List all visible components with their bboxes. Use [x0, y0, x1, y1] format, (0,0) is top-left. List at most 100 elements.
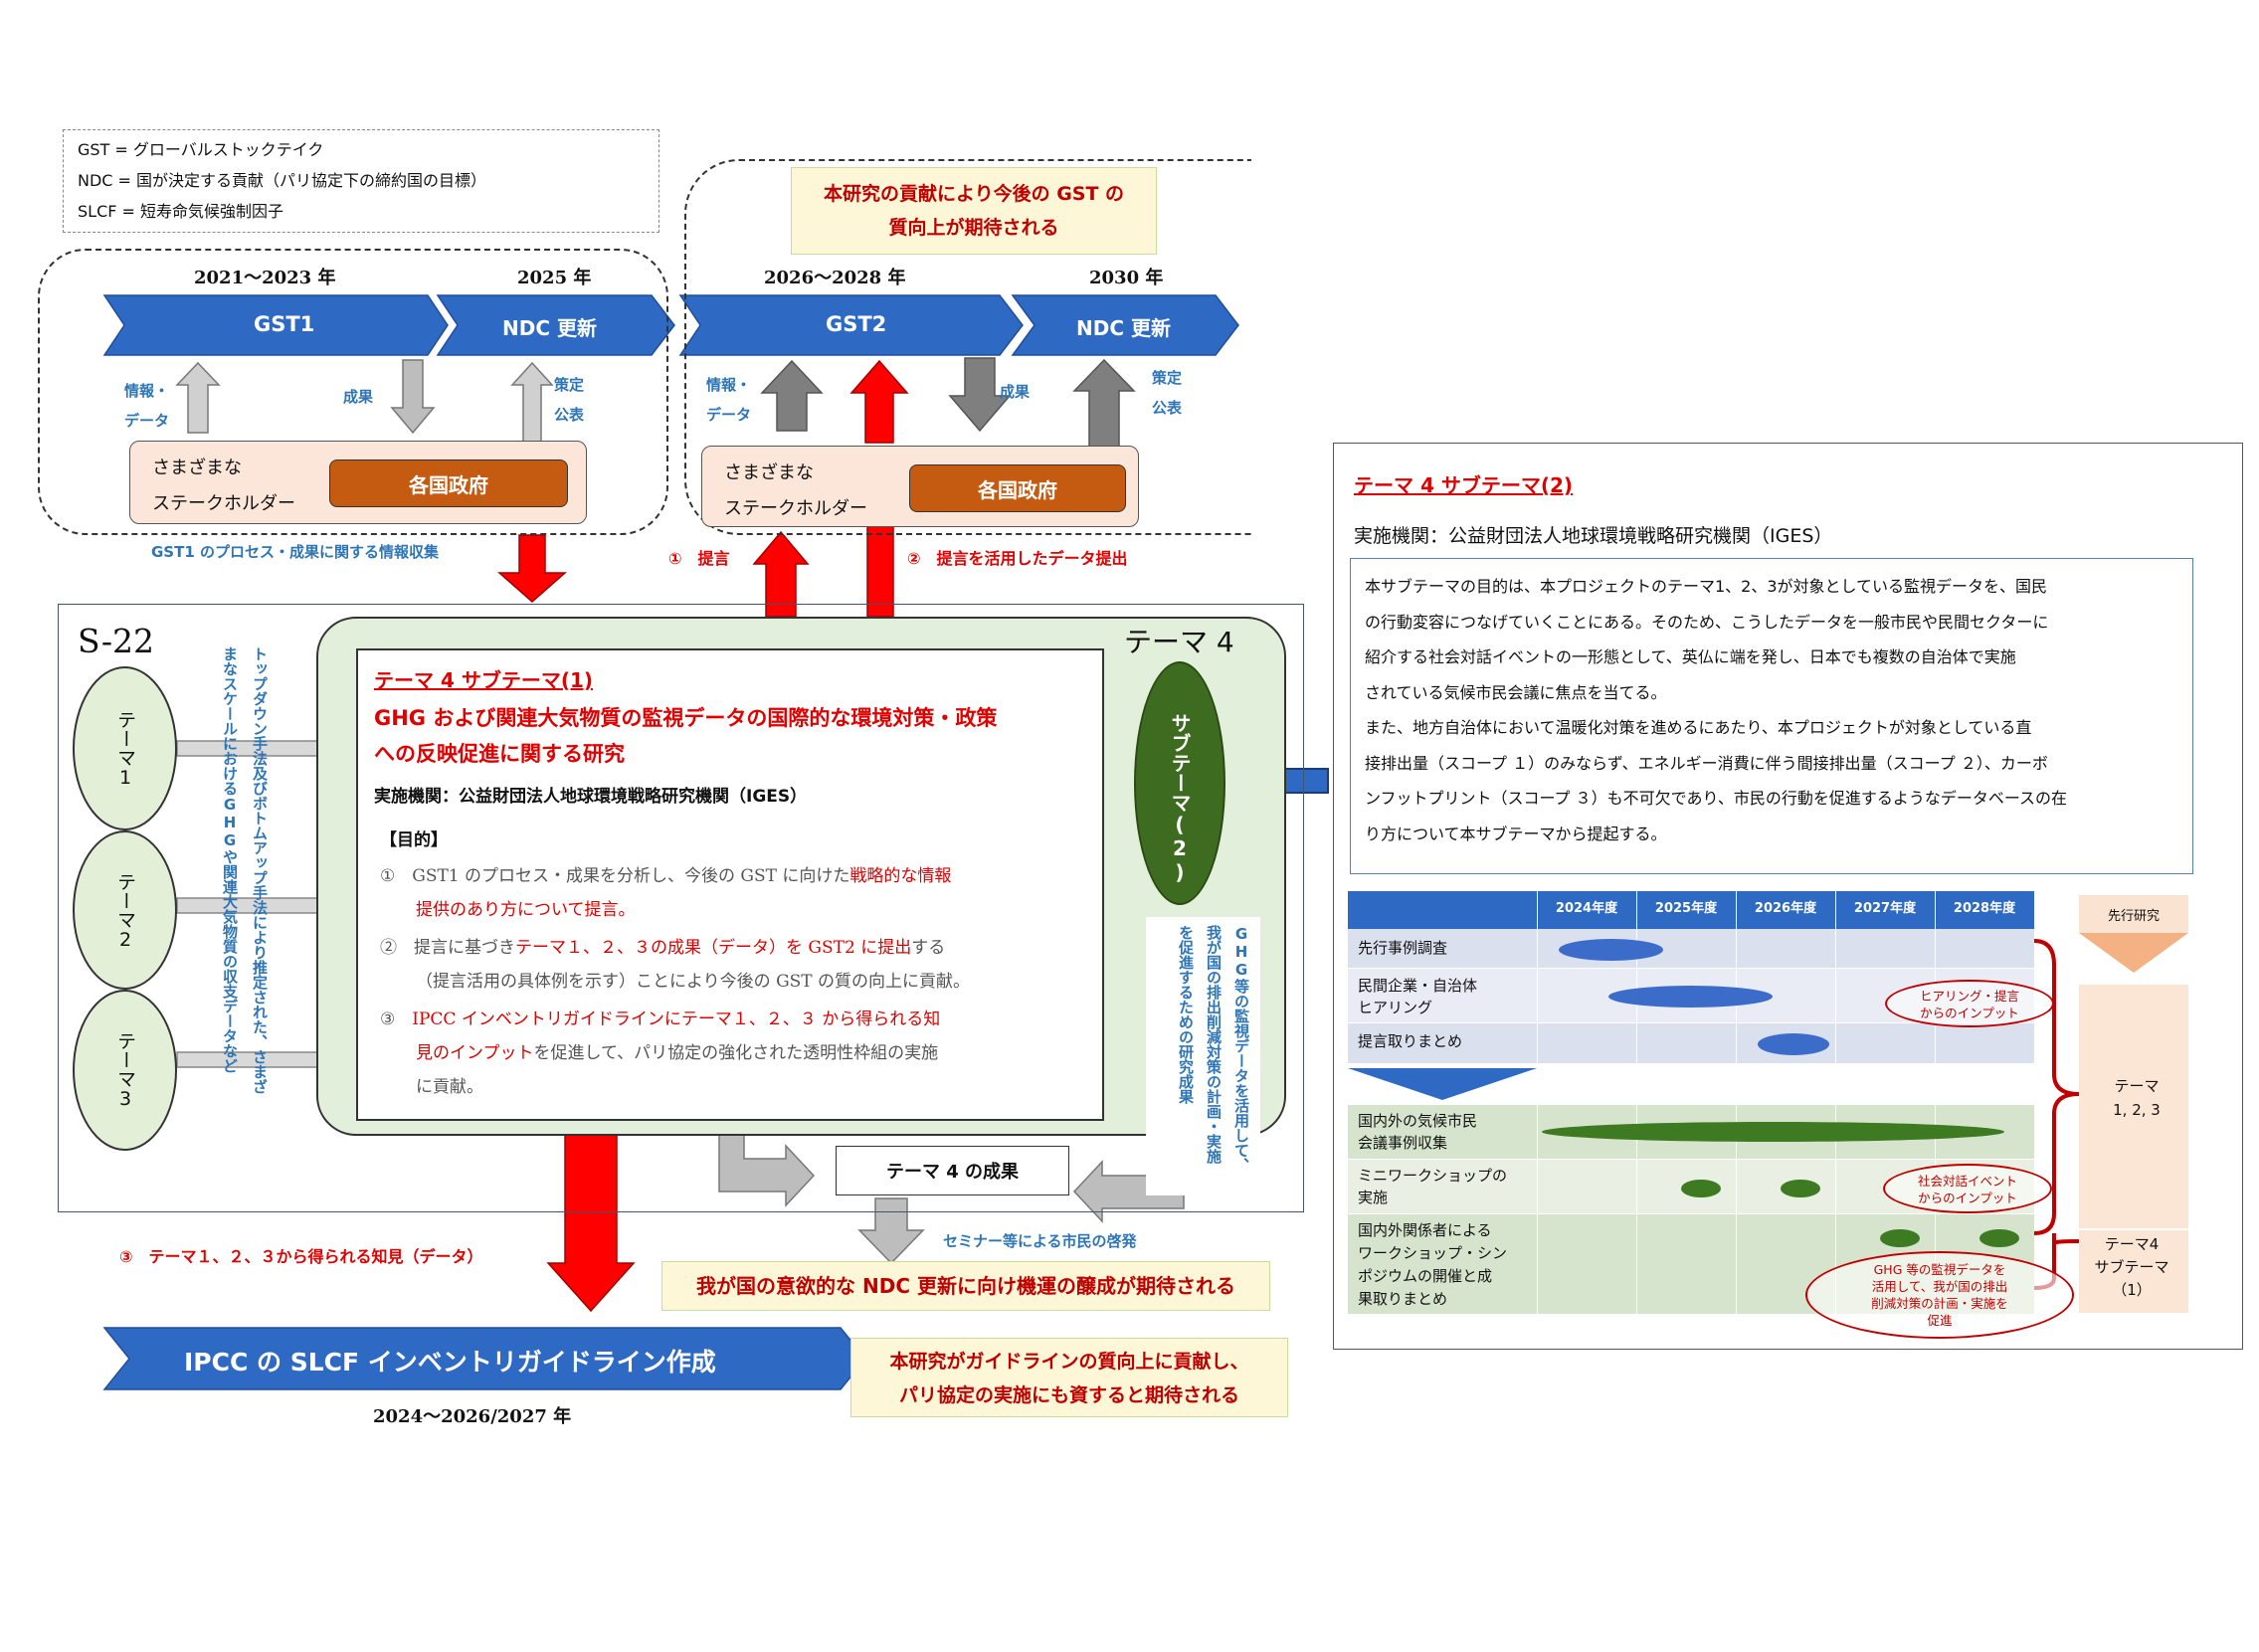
- note3-4: 促進: [1927, 1313, 1953, 1328]
- grid-line-3: [1736, 891, 1737, 1314]
- expect-ipcc-1: 本研究がガイドラインの質向上に貢献し、: [889, 1351, 1249, 1373]
- sub1-p3d: を促進して、パリ協定の強化された透明性枠組の実施: [533, 1043, 939, 1063]
- sub1-p2b: テーマ１、２、３の成果（データ）を GST2 に提出: [515, 938, 912, 958]
- theme4-title: テーマ 4: [1124, 626, 1234, 658]
- gantt-year-2027: 2027年度: [1853, 901, 1917, 916]
- year-left-1: 2021〜2023 年: [194, 268, 336, 288]
- note-hearing-input: ヒアリング・提言 からのインプット: [1885, 980, 2054, 1027]
- gst1-collect-label: GST1 のプロセス・成果に関する情報収集: [151, 543, 440, 561]
- info-label-left-2: データ: [124, 412, 170, 430]
- prior-research-box: 先行研究: [2079, 895, 2188, 933]
- panel-heading: テーマ 4 サブテーマ(2): [1354, 473, 1574, 497]
- decide-label-left-1: 策定: [554, 376, 585, 394]
- chevron-gst2: [678, 294, 1024, 356]
- bar-prior-cases: [1559, 939, 1663, 961]
- gantt-label-2a: 民間企業・自治体: [1358, 977, 1478, 995]
- panel-desc-5: また、地方自治体において温暖化対策を進めるにあたり、本プロジェクトが対象としてい…: [1365, 718, 2032, 737]
- theme3-label: テーマ3: [114, 1031, 136, 1110]
- stake-right-1: さまざまな: [724, 462, 814, 483]
- bar-mini-ws-2: [1781, 1180, 1820, 1197]
- sub1-title-2: への反映促進に関する研究: [374, 742, 625, 766]
- gantt-label-1: 先行事例調査: [1358, 939, 1448, 957]
- sub1-box: テーマ 4 サブテーマ(1) GHG および関連大気物質の監視データの国際的な環…: [356, 648, 1104, 1121]
- expect-ipcc-box: 本研究がガイドラインの質向上に貢献し、 パリ協定の実施にも資すると期待される: [850, 1338, 1288, 1417]
- theme1-label: テーマ1: [114, 710, 136, 789]
- ndc-right-label: NDC 更新: [1076, 316, 1171, 340]
- side-sub-1: テーマ4: [2104, 1235, 2160, 1253]
- gov-right: 各国政府: [909, 464, 1126, 512]
- knowledge3-label: ③ テーマ１、２、３から得られる知見（データ）: [119, 1247, 483, 1266]
- gantt-label-5b: 実施: [1358, 1189, 1389, 1206]
- panel-description: 本サブテーマの目的は、本プロジェクトのテーマ1、2、3が対象としている監視データ…: [1350, 558, 2193, 874]
- vertical-note-2: まなスケールにおけるGHGや関連大気物質の収支データなど: [221, 646, 239, 1073]
- note3-3: 削減対策の計画・実施を: [1871, 1296, 2008, 1311]
- vertical-right-1: GHG等の監視データを活用して、: [1232, 925, 1250, 1173]
- side-sub-box: [2079, 1230, 2188, 1313]
- s22-box: [58, 604, 1304, 1212]
- legend-box: GST = グローバルストックテイク NDC = 国が決定する貢献（パリ協定下の…: [63, 129, 659, 233]
- year-left-2: 2025 年: [517, 268, 592, 288]
- expect-gst-box: 本研究の貢献により今後の GST の 質向上が期待される: [791, 167, 1157, 255]
- arrow-down-result-left: [390, 359, 436, 435]
- right-period-group: [684, 159, 1251, 535]
- gantt-label-5: ミニワークショップの 実施: [1358, 1165, 1507, 1208]
- sub1-p2a: ② 提言に基づき: [380, 938, 515, 958]
- proposal2-label: ② 提言を活用したデータ提出: [907, 549, 1128, 568]
- left-period-group: [38, 249, 668, 535]
- gantt-label-6b: ワークショップ・シン: [1358, 1244, 1508, 1262]
- bar-mini-ws-1: [1681, 1180, 1721, 1197]
- stakeholder-box-left: さまざまな ステークホルダー 各国政府: [129, 441, 587, 524]
- note3-1: GHG 等の監視データを: [1873, 1262, 2006, 1277]
- grid-line-4: [1835, 891, 1836, 1314]
- vertical-note-1: トップダウン手法及びボトムアップ手法により推定された、さまざ: [251, 646, 269, 1094]
- panel-org: 実施機関：公益財団法人地球環境戦略研究機関（IGES）: [1354, 525, 1833, 547]
- panel-desc-8: り方について本サブテーマから提起する。: [1365, 824, 1667, 843]
- gantt-label-5a: ミニワークショップの: [1358, 1167, 1508, 1185]
- gantt-year-2025: 2025年度: [1654, 901, 1718, 916]
- expect-gst-line1: 本研究の貢献により今後の GST の: [823, 183, 1125, 205]
- expect-gst-line2: 質向上が期待される: [888, 217, 1059, 239]
- vertical-data-note: トップダウン手法及びボトムアップ手法により推定された、さまざ まなスケールにおけ…: [204, 646, 274, 1174]
- gantt-year-2024: 2024年度: [1555, 901, 1618, 916]
- decide-label-left: 策定 公表: [554, 370, 584, 430]
- arrow-down-seminar: [857, 1197, 925, 1265]
- gantt-label-6d: 果取りまとめ: [1358, 1290, 1448, 1308]
- arrow-down-result-right: [948, 357, 1012, 433]
- panel-desc-4: されている気候市民会議に焦点を当てる。: [1365, 682, 1667, 702]
- gantt-label-4b: 会議事例収集: [1358, 1134, 1448, 1152]
- stakeholder-box-right: さまざまな ステークホルダー 各国政府: [701, 446, 1139, 527]
- sub1-title-1: GHG および関連大気物質の監視データの国際的な環境対策・政策: [374, 706, 998, 730]
- stake-left-2: ステークホルダー: [152, 493, 295, 514]
- bar-proposal: [1758, 1033, 1829, 1055]
- info-label-right-1: 情報・: [706, 376, 752, 394]
- theme3-oval: テーマ3: [73, 990, 177, 1151]
- note2-2: からのインプット: [1918, 1191, 2017, 1205]
- vertical-right-2: 我が国の排出削減対策の計画・実施: [1205, 925, 1223, 1164]
- gantt-year-2028: 2028年度: [1953, 901, 2016, 916]
- vertical-right-note: GHG等の監視データを活用して、 我が国の排出削減対策の計画・実施 を促進するた…: [1146, 917, 1260, 1195]
- info-label-left: 情報・ データ: [124, 376, 169, 436]
- vertical-right-3: を促進するための研究成果: [1177, 925, 1195, 1104]
- legend-slcf: SLCF = 短寿命気候強制因子: [78, 202, 284, 221]
- sub1-p1a: ① GST1 のプロセス・成果を分析し、今後の GST に向けた: [380, 866, 850, 886]
- info-label-right: 情報・ データ: [706, 370, 751, 430]
- bar-citizen-cases: [1542, 1122, 2004, 1142]
- sub1-p3-line1: ③ IPCC インベントリガイドラインにテーマ１、２、３ から得られる知: [380, 1005, 940, 1029]
- gantt-chart: 2024年度 2025年度 2026年度 2027年度 2028年度 先行事例調…: [1348, 891, 2034, 1319]
- decide-label-left-2: 公表: [554, 406, 585, 424]
- side-theme-label: テーマ 1, 2, 3: [2097, 1074, 2176, 1122]
- sub2-oval: サブテーマ(2): [1134, 661, 1225, 905]
- grid-line-1: [1537, 891, 1538, 1314]
- result-label-left: 成果: [343, 388, 374, 406]
- seminar-label: セミナー等による市民の啓発: [943, 1232, 1137, 1250]
- grid-line-5: [1935, 891, 1936, 1314]
- sub1-p1b: 戦略的な情報: [849, 866, 952, 886]
- sub1-heading: テーマ 4 サブテーマ(1): [374, 668, 594, 692]
- bar-symposium-2: [1979, 1229, 2019, 1247]
- panel-desc-2: の行動変容につなげていくことにある。そのため、こうしたデータを一般市民や民間セク…: [1365, 612, 2049, 632]
- theme1-oval: テーマ1: [73, 666, 177, 830]
- sub1-p2-line1: ② 提言に基づきテーマ１、２、３の成果（データ）を GST2 に提出する: [380, 933, 945, 958]
- stake-right-2: ステークホルダー: [724, 498, 867, 519]
- gantt-label-4a: 国内外の気候市民: [1358, 1112, 1478, 1130]
- s22-label: S-22: [78, 622, 154, 660]
